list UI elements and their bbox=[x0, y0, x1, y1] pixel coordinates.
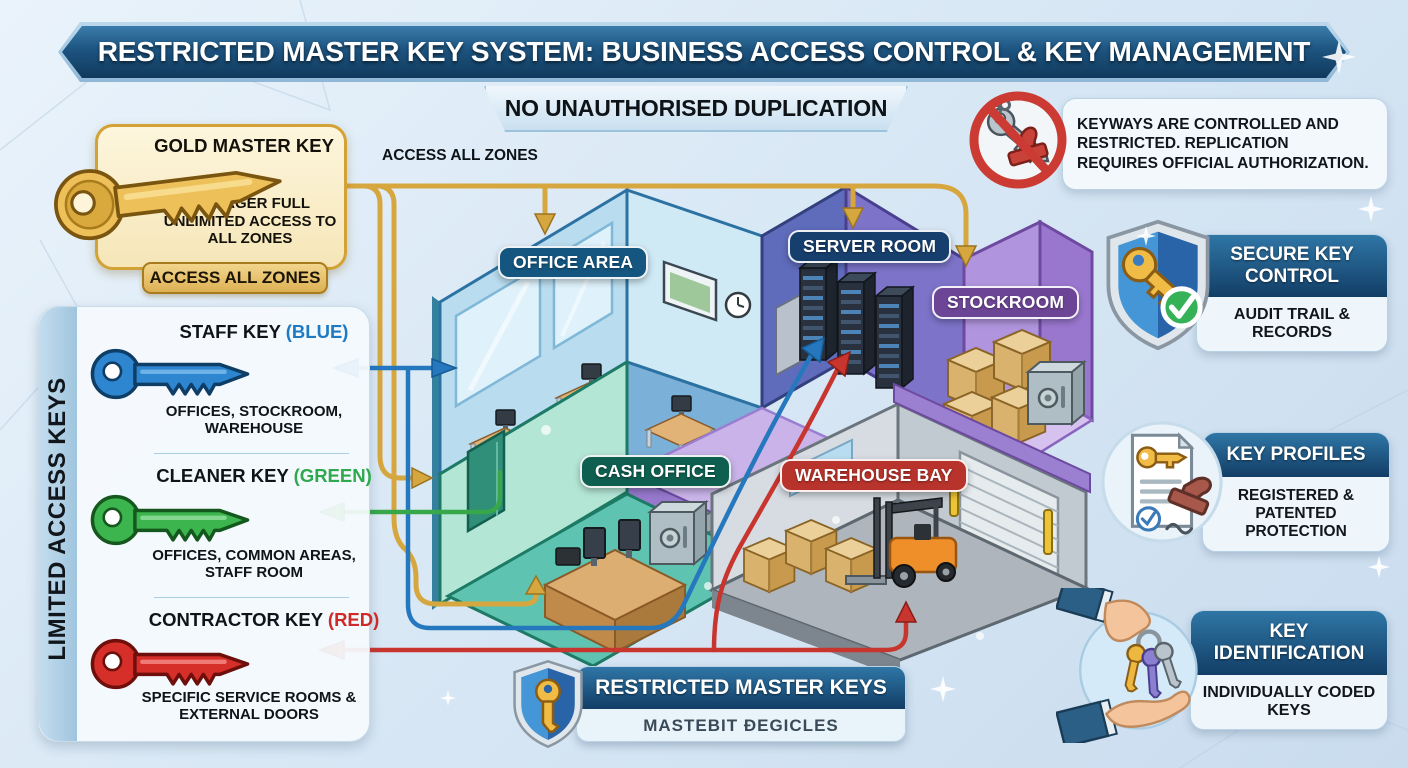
restricted-master-keys-banner: RESTRICTED MASTER KEYS MASTEBIT ĐEGICLES bbox=[576, 666, 906, 742]
staff-key-access: OFFICES, STOCKROOM, WAREHOUSE bbox=[165, 403, 343, 438]
staff-key-icon bbox=[90, 348, 250, 400]
key-identification-card: KEY IDENTIFICATION INDIVIDUALLY CODED KE… bbox=[1190, 610, 1388, 730]
cleaner-key-access: OFFICES, COMMON AREAS, STAFF ROOM bbox=[152, 547, 356, 582]
gold-arrowheads bbox=[309, 175, 978, 595]
cleaner-key-title: CLEANER KEY (GREEN) bbox=[156, 465, 372, 486]
access-all-zones-badge: ACCESS ALL ZONES bbox=[142, 262, 328, 294]
contractor-key-access: SPECIFIC SERVICE ROOMS & EXTERNAL DOORS bbox=[141, 689, 357, 724]
secure-key-control-card: SECURE KEY CONTROL AUDIT TRAIL & RECORDS bbox=[1196, 234, 1388, 352]
bollard bbox=[1043, 509, 1053, 555]
panel-side-strip: LIMITED ACCESS KEYS bbox=[39, 307, 77, 741]
limited-access-keys-label: LIMITED ACCESS KEYS bbox=[44, 377, 71, 661]
footer-title: RESTRICTED MASTER KEYS bbox=[577, 667, 905, 709]
card-text: AUDIT TRAIL & RECORDS bbox=[1233, 305, 1351, 341]
limited-access-keys-panel: LIMITED ACCESS KEYS STAFF KEY (BLUE) OFF… bbox=[38, 306, 379, 742]
shield-key-icon bbox=[1106, 219, 1210, 351]
gold-master-access-arrows bbox=[333, 183, 969, 607]
access-all-zones-arrow-label: ACCESS ALL ZONES bbox=[382, 147, 538, 164]
no-duplication-icon bbox=[969, 91, 1067, 189]
card-text: INDIVIDUALLY CODED KEYS bbox=[1202, 683, 1376, 719]
keyways-note-card: KEYWAYS ARE CONTROLLED AND RESTRICTED. R… bbox=[1062, 98, 1388, 190]
forklift-icon bbox=[845, 497, 958, 588]
cash-office-room bbox=[438, 359, 776, 668]
cleaner-key-icon bbox=[90, 494, 250, 546]
gold-key-title: GOLD MASTER KEY bbox=[154, 135, 334, 156]
divider bbox=[154, 453, 349, 454]
room-label-stockroom: STOCKROOM bbox=[932, 286, 1080, 319]
card-title: KEY PROFILES bbox=[1203, 433, 1389, 477]
contractor-key-title: CONTRACTOR KEY (RED) bbox=[148, 609, 380, 630]
key-document-icon bbox=[1101, 421, 1223, 543]
cleaner-key-access-arrow bbox=[337, 469, 503, 515]
glints bbox=[541, 425, 984, 640]
card-title: SECURE KEY CONTROL bbox=[1197, 235, 1387, 297]
subtitle-banner: NO UNAUTHORISED DUPLICATION bbox=[484, 86, 908, 132]
cash-register bbox=[555, 547, 581, 566]
card-text: REGISTERED & PATENTED PROTECTION bbox=[1237, 487, 1355, 540]
hand-over-keys-icon bbox=[1056, 588, 1198, 743]
room-label-cash-office: CASH OFFICE bbox=[580, 455, 731, 488]
key-profiles-card: KEY PROFILES REGISTERED & PATENTED PROTE… bbox=[1202, 432, 1390, 552]
footer-shield-key-icon bbox=[513, 660, 583, 749]
page-title: RESTRICTED MASTER KEY SYSTEM: BUSINESS A… bbox=[97, 36, 1311, 67]
title-banner: RESTRICTED MASTER KEY SYSTEM: BUSINESS A… bbox=[58, 22, 1350, 82]
divider bbox=[154, 597, 349, 598]
server-room-door bbox=[775, 293, 801, 377]
room-label-office-area: OFFICE AREA bbox=[498, 246, 649, 279]
card-title: KEY IDENTIFICATION bbox=[1191, 611, 1387, 675]
staff-key-title: STAFF KEY (BLUE) bbox=[179, 321, 349, 342]
gold-key-icon bbox=[54, 169, 282, 241]
room-label-warehouse-bay: WAREHOUSE BAY bbox=[780, 459, 968, 492]
warehouse-room bbox=[708, 382, 1091, 678]
room-label-server-room: SERVER ROOM bbox=[788, 230, 952, 263]
contractor-key-icon bbox=[90, 638, 250, 690]
footer-subtitle: MASTEBIT ĐEGICLES bbox=[577, 709, 905, 741]
contractor-key-access-arrow bbox=[337, 365, 909, 653]
subtitle-text: NO UNAUTHORISED DUPLICATION bbox=[504, 94, 888, 121]
